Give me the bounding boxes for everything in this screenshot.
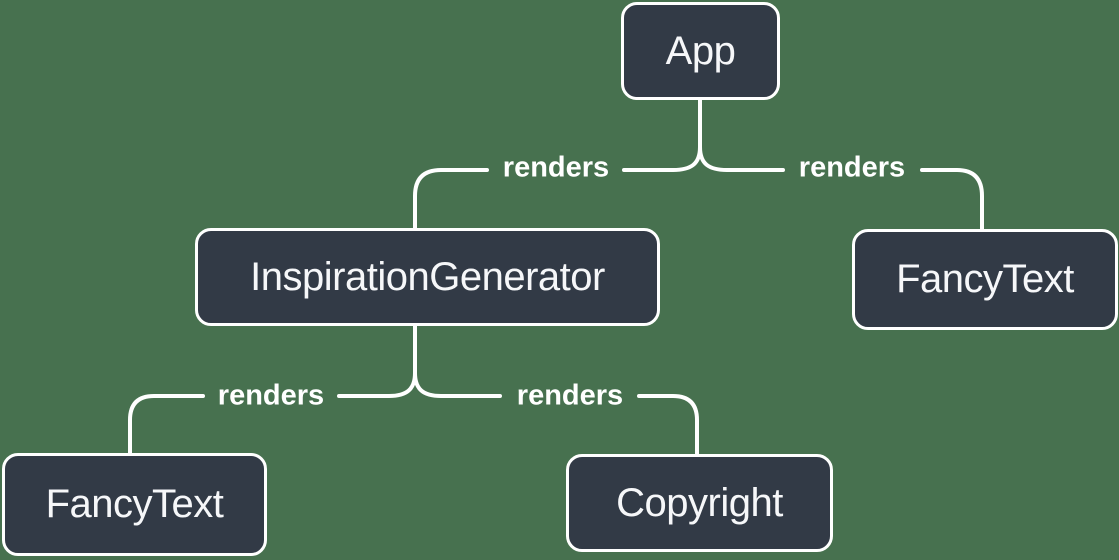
edge-inspiration-generator-to-copyright-line [413,371,699,456]
node-inspiration-generator: InspirationGenerator [195,228,660,326]
node-copyright-label: Copyright [616,480,783,525]
edge-label-inspiration-generator-fancy-text-left: renders [217,379,325,412]
node-copyright: Copyright [566,454,833,552]
edge-label-app-fancy-text-right: renders [798,151,906,184]
node-fancy-text-left-label: FancyText [45,482,224,526]
node-app-label: App [665,28,736,73]
edge-app-to-fancy-text-right-line [698,145,984,231]
node-app: App [621,2,780,100]
edge-label-app-inspiration-generator: renders [502,151,610,184]
node-fancy-text-right-label: FancyText [896,257,1074,301]
node-inspiration-generator-label: InspirationGenerator [250,254,605,299]
node-fancy-text-right: FancyText [852,229,1118,330]
edge-label-inspiration-generator-copyright: renders [516,379,624,412]
node-fancy-text-left: FancyText [2,453,267,556]
